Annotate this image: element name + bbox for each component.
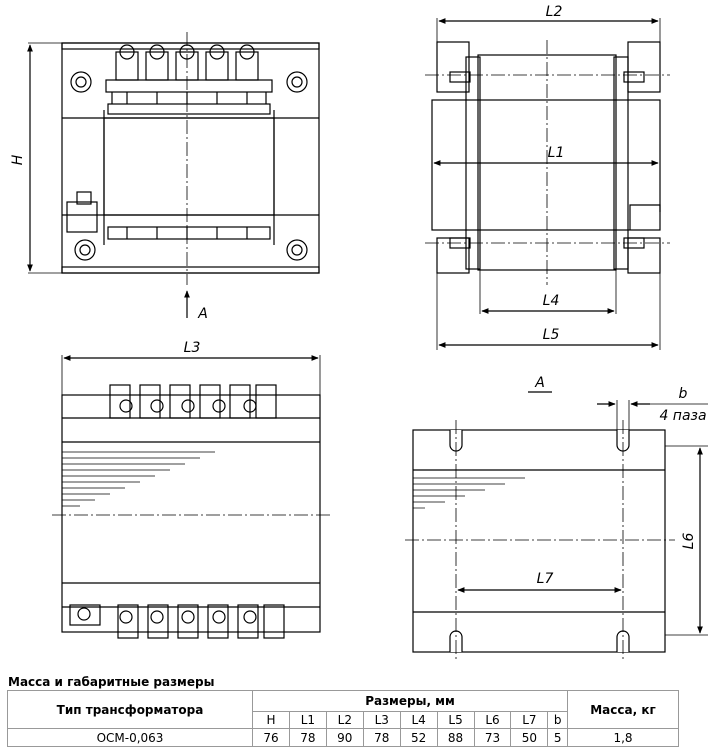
type-column-header: Тип трансформатора <box>7 690 253 729</box>
transformer-drawing: H L2 L1 L4 L5 A L3 A b 4 паза L6 L7 <box>10 4 708 662</box>
slots-note: 4 паза <box>659 408 706 424</box>
view-title-A: A <box>534 375 545 391</box>
dim-col-L6: L6 <box>473 711 512 729</box>
dim-label-L5: L5 <box>543 327 560 343</box>
value-b: 5 <box>547 728 568 747</box>
dim-label-L1: L1 <box>548 145 565 161</box>
value-L3: 78 <box>362 728 401 747</box>
value-L7: 50 <box>510 728 549 747</box>
dim-col-H: H <box>252 711 290 729</box>
view-arrow-label-A: A <box>197 306 208 322</box>
value-L5: 88 <box>436 728 475 747</box>
value-H: 76 <box>252 728 290 747</box>
table-caption: Масса и габаритные размеры <box>8 675 215 689</box>
dim-label-L2: L2 <box>546 4 563 20</box>
side-view <box>425 18 670 350</box>
dim-label-H: H <box>10 154 26 165</box>
value-L2: 90 <box>325 728 364 747</box>
view-a <box>405 391 708 662</box>
dim-col-L3: L3 <box>362 711 401 729</box>
front-view <box>27 32 320 318</box>
transformer-type-cell: ОСМ-0,063 <box>7 728 253 747</box>
dim-label-b: b <box>679 386 688 402</box>
dims-column-header: Размеры, мм <box>252 690 568 712</box>
spec-table: Тип трансформатора Размеры, мм Масса, кг… <box>7 690 679 747</box>
dim-label-L4: L4 <box>543 293 560 309</box>
dim-col-L4: L4 <box>399 711 438 729</box>
table-row: ОСМ-0,063 76 78 90 78 52 88 73 50 5 1,8 <box>7 728 679 747</box>
dim-col-L1: L1 <box>288 711 327 729</box>
dim-col-L5: L5 <box>436 711 475 729</box>
mass-cell: 1,8 <box>567 728 679 747</box>
value-L6: 73 <box>473 728 512 747</box>
top-view <box>52 355 330 639</box>
dim-label-L7: L7 <box>537 571 554 587</box>
dim-col-L2: L2 <box>325 711 364 729</box>
dim-col-L7: L7 <box>510 711 549 729</box>
dim-col-b: b <box>547 711 568 729</box>
value-L4: 52 <box>399 728 438 747</box>
mass-column-header: Масса, кг <box>567 690 679 729</box>
dim-label-L6: L6 <box>681 533 697 550</box>
value-L1: 78 <box>288 728 327 747</box>
dim-label-L3: L3 <box>184 340 201 356</box>
